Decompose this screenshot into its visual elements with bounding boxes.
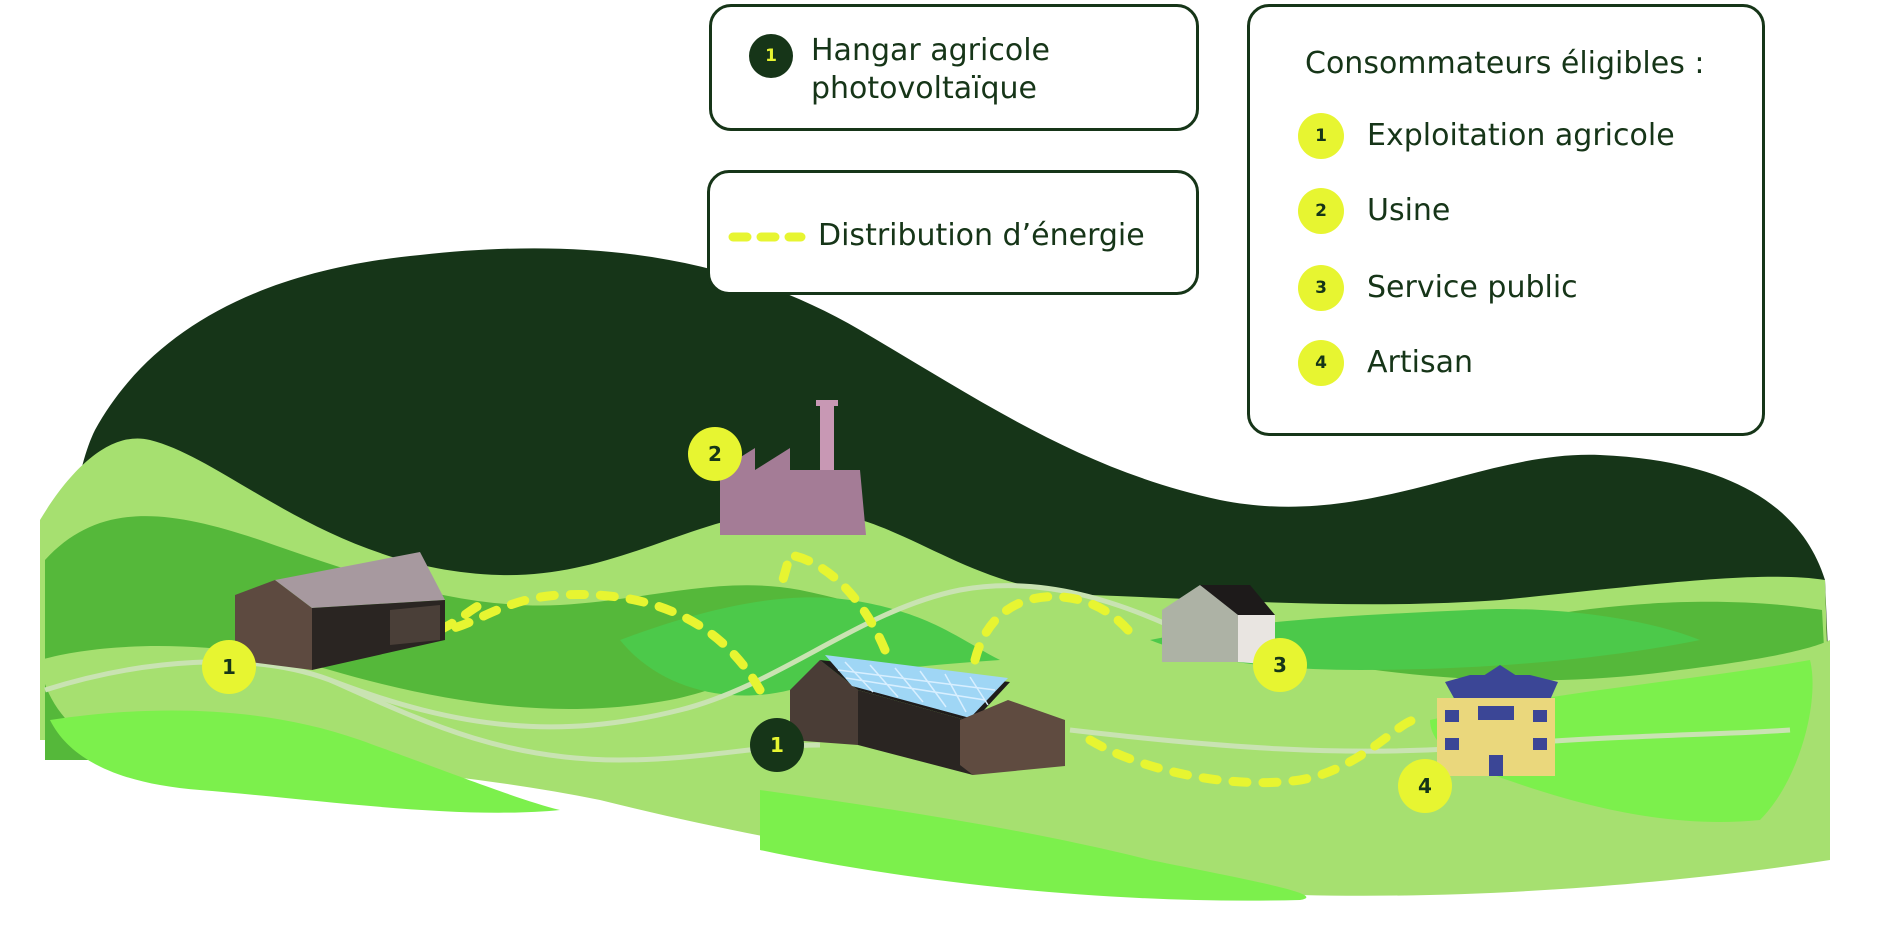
legend-hangar-label-line1: Hangar agricole [811, 33, 1050, 68]
hill-bright-left [50, 710, 560, 813]
consumer-label-2: Usine [1367, 193, 1451, 228]
consumer-label-3: Service public [1367, 270, 1578, 305]
legend-hangar-label-line2: photovoltaïque [811, 71, 1037, 106]
legend-hangar-badge: 1 [749, 34, 793, 78]
marker-factory: 2 [688, 427, 742, 481]
hill-bright-bottom [760, 790, 1307, 901]
energy-path-to-farm [437, 589, 765, 695]
marker-farm: 1 [202, 640, 256, 694]
legend-consumers-box: Consommateurs éligibles : 1 Exploitation… [1247, 4, 1765, 436]
consumer-badge-1: 1 [1298, 113, 1344, 159]
legend-consumers-title: Consommateurs éligibles : [1305, 46, 1705, 81]
hill-bright-right [1430, 660, 1813, 822]
legend-distribution-box: Distribution d’énergie [707, 170, 1199, 295]
consumer-label-4: Artisan [1367, 345, 1473, 380]
marker-solar-hangar: 1 [750, 718, 804, 772]
consumer-badge-3: 3 [1298, 265, 1344, 311]
marker-public-service: 3 [1253, 638, 1307, 692]
hill-patch-center [620, 597, 1000, 696]
consumer-badge-4: 4 [1298, 340, 1344, 386]
marker-artisan: 4 [1398, 759, 1452, 813]
consumer-badge-2: 2 [1298, 188, 1344, 234]
energy-path-to-artisan [1085, 715, 1420, 788]
energy-dash-sample-icon [728, 232, 806, 242]
energy-path-to-public-service [970, 592, 1140, 665]
legend-hangar-box: 1 Hangar agricole photovoltaïque [709, 4, 1199, 131]
factory-building [720, 400, 866, 535]
farm-building [235, 552, 445, 670]
energy-path-to-factory [775, 549, 890, 655]
solar-hangar-building [790, 655, 1065, 775]
artisan-building [1437, 665, 1558, 776]
consumer-label-1: Exploitation agricole [1367, 118, 1675, 153]
legend-distribution-label: Distribution d’énergie [818, 218, 1145, 253]
